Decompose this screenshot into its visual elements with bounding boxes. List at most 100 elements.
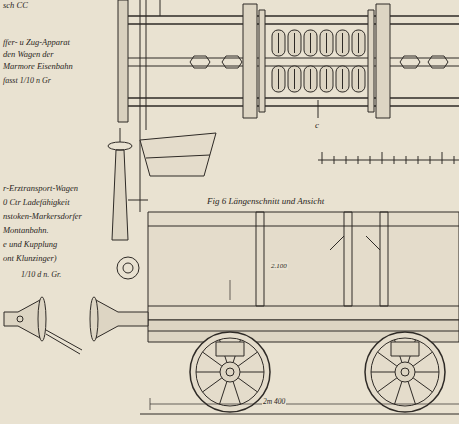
wagon-side-view [148,306,459,307]
wagon-side-view [46,330,82,350]
volute-springs [304,66,317,92]
wagon-side-view [148,226,459,227]
wagon-side-view [90,297,98,341]
wagon-side-view [146,155,210,158]
draw-gear-plan [259,10,265,112]
volute-springs [278,33,279,53]
title-fragment: sch CC [2,1,29,11]
volute-springs [310,33,311,53]
draw-gear-plan [128,23,459,25]
volute-springs [358,33,359,53]
volute-springs [294,69,295,89]
scale-bar [318,152,459,164]
dimension-label: 2.100 [270,262,288,270]
wagon-side-view [330,236,344,250]
dimension-label: 2m 400 [262,398,286,407]
scale-bar [334,156,335,164]
caption-line: Montanbahn. [2,226,50,236]
draw-gear-plan [222,56,242,68]
wagon-side-view [128,200,148,201]
part-letter: c [314,120,320,130]
wheelset [196,338,264,406]
wagon-side-view [38,297,46,341]
caption-line: den Wagen der [2,50,55,60]
caption-line: nstoken-Markersdorfer [2,212,83,222]
volute-springs [320,66,333,92]
wagon-side-view [96,300,148,338]
scale-bar [406,156,407,164]
draw-gear-plan [368,10,374,112]
wheelset [233,382,240,405]
draw-gear-plan [128,105,459,107]
wheelset [196,372,220,373]
track-and-dimension [150,398,151,410]
wagon-side-view [112,150,128,240]
wheelset [226,368,234,376]
wagon-side-view [256,212,264,306]
scale-bar [318,160,459,161]
wheelset [371,372,395,373]
volute-springs [342,69,343,89]
volute-springs [326,33,327,53]
wagon-side-view [108,142,132,150]
wagon-side-view [117,257,139,279]
draw-gear-plan [160,0,161,16]
wagon-side-view [4,300,40,338]
track-and-dimension [150,404,459,405]
scale-bar [394,156,395,164]
wheelset [401,368,409,376]
wheelset [190,332,270,412]
scale-bar [346,156,347,164]
wagon-side-view [380,212,388,306]
wagon-side-view [140,133,216,176]
wheelset [395,362,415,382]
draw-gear-plan [118,0,128,122]
draw-gear-plan [190,56,210,68]
scale-bar [430,156,431,164]
volute-springs [272,66,285,92]
draw-gear-plan [146,0,147,130]
scale-bar [322,152,323,164]
volute-springs [288,30,301,56]
draw-gear-plan [376,4,390,118]
volute-springs [304,30,317,56]
wheelset [394,382,401,405]
wheelset [391,342,419,356]
track-and-dimension [140,280,459,414]
wagon-side-view [148,331,459,332]
wagon-side-view [366,236,380,250]
volute-springs [336,66,349,92]
scale-bar [370,156,371,164]
caption-line: 0 Ctr Ladefähigkeit [2,198,71,208]
volute-springs [326,69,327,89]
volute-springs [320,30,333,56]
wheelset [216,342,244,356]
draw-gear-plan [318,100,319,118]
volute-springs [352,30,365,56]
track-and-dimension [230,280,231,300]
volute-springs [336,30,349,56]
wheelset [413,378,432,392]
volute-springs [352,66,365,92]
caption-line: ffer- u Zug-Apparat [2,38,71,48]
wheelset [365,332,445,412]
caption-line: r-Erztransport-Wagen [2,184,79,194]
volute-springs [272,30,365,92]
wagon-side-view [17,316,23,322]
figure-caption: Fig 6 Längenschnitt und Ansicht [206,196,325,206]
draw-gear-plan [243,4,257,118]
scale-bar [418,156,419,164]
wheelset [408,382,415,405]
caption-line: ont Klunzinger) [2,254,58,264]
volute-springs [358,69,359,89]
volute-springs [272,30,285,56]
volute-springs [294,33,295,53]
track-and-dimension [140,414,459,415]
wheelset [202,378,221,392]
scale-note: fasst 1/10 n Gr [2,76,52,85]
volute-springs [342,33,343,53]
draw-gear-plan [128,58,459,59]
volute-springs [310,69,311,89]
wheelset [240,372,264,373]
scale-bar [454,156,455,164]
